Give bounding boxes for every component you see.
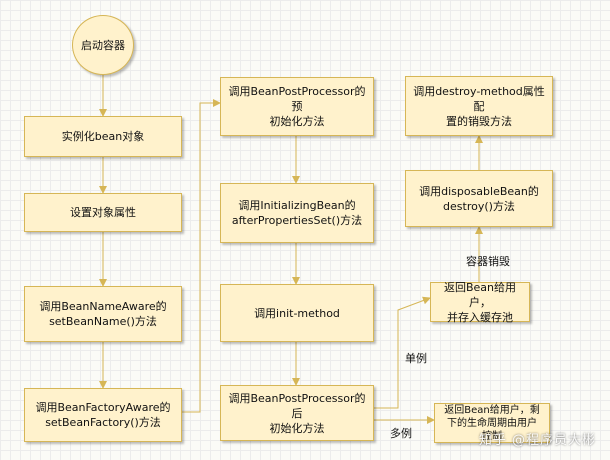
destroy-method-node: 调用destroy-method属性配 置的销毁方法 [405, 76, 553, 136]
arrow-post-after-to-return-cache [374, 296, 431, 409]
set-properties-node: 设置对象属性 [24, 193, 182, 232]
post-processor-before-node: 调用BeanPostProcessor的预 初始化方法 [220, 77, 374, 136]
instantiate-bean-node: 实例化bean对象 [24, 116, 182, 157]
watermark: 知乎 @程序员大彬 [478, 433, 596, 448]
return-bean-user-node: 返回Bean给用户，剩 下的生命周期由用户 控制 [434, 403, 550, 443]
initializing-bean-node: 调用InitializingBean的 afterPropertiesSet()… [220, 183, 374, 243]
arrow-beanfactory-to-post-before [182, 99, 221, 413]
singleton-label: 单例 [405, 352, 427, 365]
bean-name-aware-node: 调用BeanNameAware的 setBeanName()方法 [24, 286, 182, 342]
return-bean-cache-node: 返回Bean给用户， 并存入缓存池 [430, 281, 530, 324]
container-destroy-label: 容器销毁 [466, 255, 510, 268]
post-processor-after-node: 调用BeanPostProcessor的后 初始化方法 [220, 385, 374, 441]
start-node: 启动容器 [72, 15, 134, 75]
bean-factory-aware-node: 调用BeanFactoryAware的 setBeanFactory()方法 [24, 388, 182, 442]
prototype-label: 多例 [390, 427, 412, 440]
disposable-bean-node: 调用disposableBean的 destroy()方法 [405, 170, 553, 227]
init-method-node: 调用init-method [220, 284, 374, 342]
